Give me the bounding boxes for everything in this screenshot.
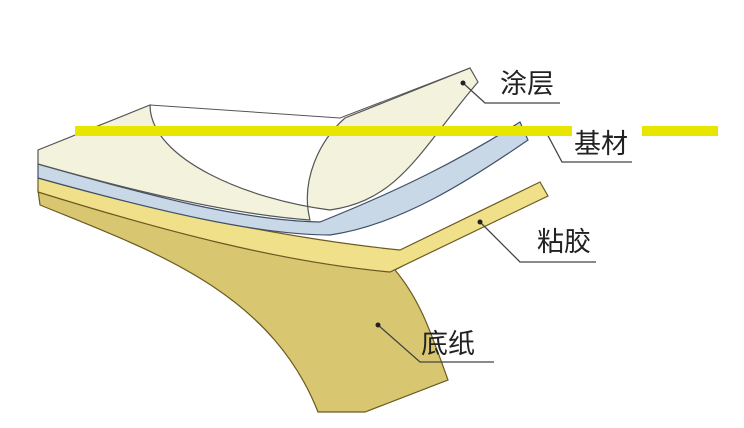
leader-lines [377, 82, 632, 363]
substrate-layer [37, 121, 529, 236]
highlight-line-left [75, 126, 572, 136]
adhesive-label: 粘胶 [537, 227, 591, 258]
coating-layer [37, 67, 479, 221]
substrate-label: 基材 [574, 129, 628, 160]
coating-label: 涂层 [500, 69, 554, 100]
highlight-line-right [642, 126, 718, 136]
backing-paper-label: 底纸 [421, 329, 475, 360]
